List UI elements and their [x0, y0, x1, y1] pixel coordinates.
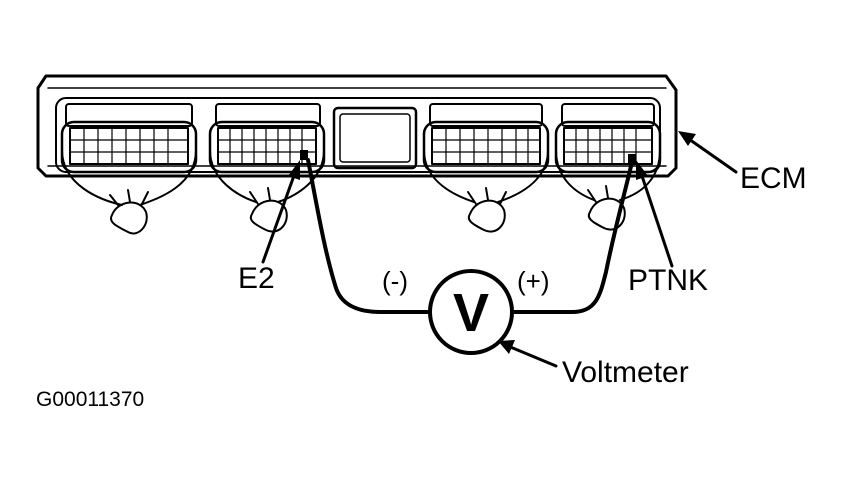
connector-2	[208, 103, 326, 174]
e2-label: E2	[238, 262, 275, 295]
positive-label: (+)	[517, 266, 550, 296]
ecm-housing	[36, 74, 678, 178]
figure-id: G00011370	[36, 388, 144, 411]
voltmeter-symbol: V	[453, 283, 489, 343]
negative-label: (-)	[382, 266, 408, 296]
leader-arrows	[261, 131, 738, 368]
positive-lead	[510, 160, 634, 314]
probe-pins	[300, 150, 636, 164]
ecm-label: ECM	[740, 162, 807, 195]
voltmeter-label: Voltmeter	[562, 356, 689, 389]
connector-4	[554, 103, 662, 174]
ptnk-label: PTNK	[628, 264, 708, 297]
connector-1	[60, 103, 198, 174]
voltmeter-icon	[428, 269, 514, 355]
connector-3	[422, 103, 550, 174]
wire-harnesses	[61, 149, 661, 235]
negative-lead	[306, 158, 432, 314]
